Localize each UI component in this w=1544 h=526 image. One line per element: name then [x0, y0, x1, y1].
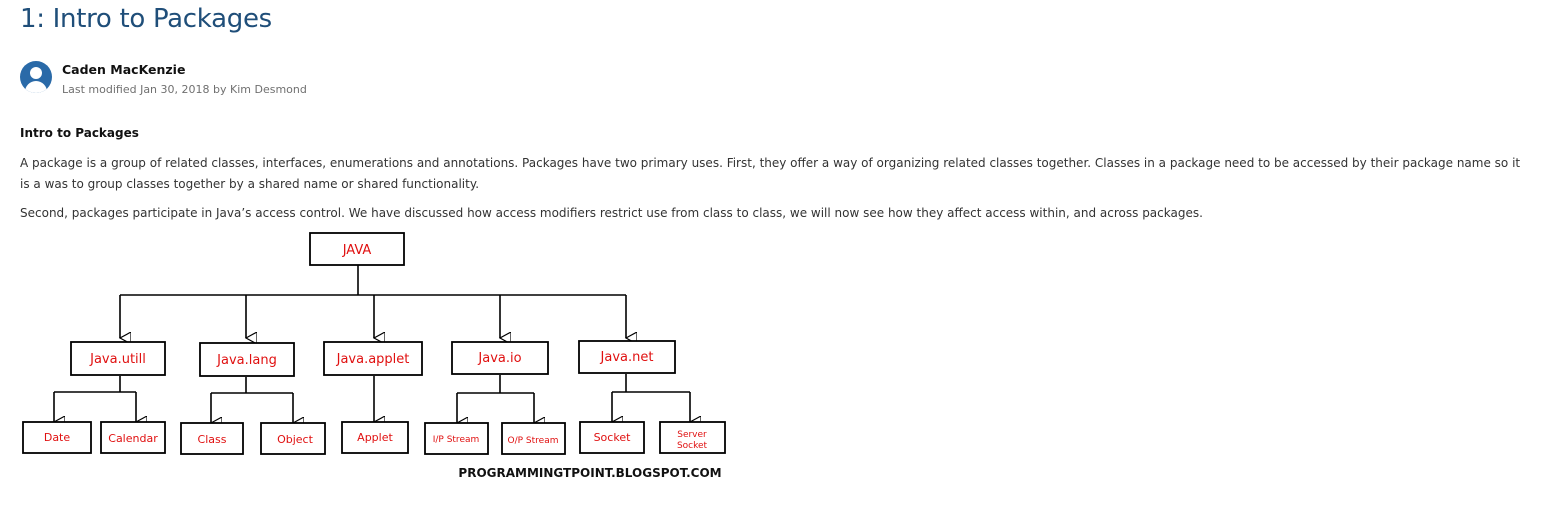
author-name-link[interactable]: Caden MacKenzie — [62, 62, 186, 77]
node-java-utill: Java.utill — [89, 352, 146, 367]
class-node-box — [100, 421, 166, 454]
class-node-box — [659, 421, 726, 454]
avatar-body — [25, 81, 47, 93]
class-node-box — [501, 422, 566, 455]
node-server-socket-line1: Server — [677, 430, 707, 440]
node-applet: Applet — [357, 431, 393, 444]
class-node-box — [341, 421, 409, 454]
node-java-io: Java.io — [477, 351, 521, 366]
class-node-box — [180, 422, 244, 455]
last-modified-text: Last modified Jan 30, 2018 by Kim Desmon… — [62, 83, 307, 96]
node-socket: Socket — [594, 431, 632, 444]
page-title: 1: Intro to Packages — [20, 4, 272, 34]
class-node-box — [22, 421, 92, 454]
paragraph-intro: A package is a group of related classes,… — [20, 156, 1521, 191]
package-node-box — [70, 341, 166, 376]
node-calendar: Calendar — [108, 432, 158, 445]
paragraph-access-control: Second, packages participate in Java’s a… — [20, 206, 1203, 220]
avatar-head — [30, 67, 42, 79]
node-java-net: Java.net — [600, 350, 654, 365]
node-java-lang: Java.lang — [216, 353, 277, 368]
node-date: Date — [44, 431, 71, 444]
node-object: Object — [277, 433, 314, 446]
package-node-box — [578, 340, 676, 374]
package-node-box — [323, 341, 423, 376]
node-class: Class — [198, 433, 227, 446]
node-server-socket-line2: Socket — [677, 441, 708, 451]
node-java: JAVA — [342, 243, 372, 258]
class-node-box — [260, 422, 326, 455]
class-node-box — [579, 421, 645, 454]
diagram-watermark: PROGRAMMINGTPOINT.BLOGSPOT.COM — [458, 466, 721, 480]
package-node-box — [451, 341, 549, 375]
section-heading: Intro to Packages — [20, 126, 139, 140]
java-packages-diagram: JAVA Java.utill Java.lang Java.applet Ja… — [14, 226, 734, 486]
user-avatar-icon[interactable] — [20, 61, 52, 93]
node-op-stream: O/P Stream — [508, 436, 559, 446]
node-java-applet: Java.applet — [336, 352, 410, 367]
node-ip-stream: I/P Stream — [433, 435, 480, 445]
class-node-box — [424, 422, 489, 455]
root-node-box — [309, 232, 405, 266]
package-node-box — [199, 342, 295, 377]
